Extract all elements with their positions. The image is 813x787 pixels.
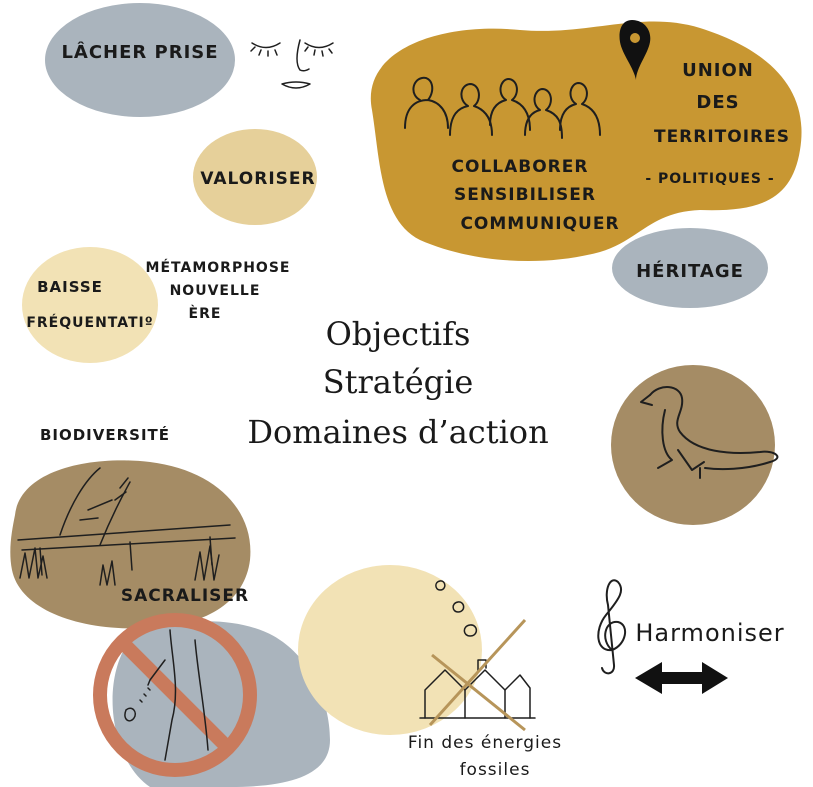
label-frequentation: FRÉQUENTATIº xyxy=(26,314,153,331)
center-objectifs: Objectifs xyxy=(326,315,471,353)
label-baisse: BAISSE xyxy=(37,278,103,296)
label-fossiles: fossiles xyxy=(460,760,531,780)
label-sacraliser: SACRALISER xyxy=(121,586,249,606)
label-valoriser: VALORISER xyxy=(200,169,315,189)
label-biodiversite: BIODIVERSITÉ xyxy=(40,425,170,444)
location-pin-icon xyxy=(619,20,651,80)
baisse-blob xyxy=(22,247,158,363)
label-politiques: - POLITIQUES - xyxy=(645,171,774,187)
label-harmoniser: Harmoniser xyxy=(635,619,784,647)
label-des: DES xyxy=(696,92,739,113)
label-metamorphose: MÉTAMORPHOSE xyxy=(146,259,291,276)
grass-bench-icon xyxy=(17,467,236,586)
label-nouvelle: NOUVELLE xyxy=(170,283,261,299)
collaborer-blob xyxy=(370,21,802,262)
heritage-blob xyxy=(612,228,768,308)
label-heritage: HÉRITAGE xyxy=(636,260,744,282)
label-lacher-prise: LÂCHER PRISE xyxy=(61,41,218,63)
center-strategie: Stratégie xyxy=(323,363,474,401)
label-fin-energies: Fin des énergies xyxy=(408,733,562,753)
label-sensibiliser: SENSIBILISER xyxy=(454,185,596,205)
no-littering-icon xyxy=(93,613,257,777)
valoriser-blob xyxy=(193,129,317,225)
label-union: UNION xyxy=(682,60,754,81)
label-communiquer: COMMUNIQUER xyxy=(460,214,619,234)
center-domaines: Domaines d’action xyxy=(247,413,548,451)
seal-blob xyxy=(611,365,775,525)
energies-blob xyxy=(298,565,482,735)
label-territoires: TERRITOIRES xyxy=(654,127,790,147)
treble-clef-icon xyxy=(597,579,627,675)
label-collaborer: COLLABORER xyxy=(452,157,589,177)
factory-smoke-icon xyxy=(419,580,536,732)
lacher-prise-blob xyxy=(45,3,235,117)
seal-icon xyxy=(640,386,779,479)
people-icon xyxy=(404,76,601,139)
face-icon xyxy=(250,39,334,89)
double-arrow-icon xyxy=(635,662,728,694)
label-ere: ÈRE xyxy=(189,305,222,322)
